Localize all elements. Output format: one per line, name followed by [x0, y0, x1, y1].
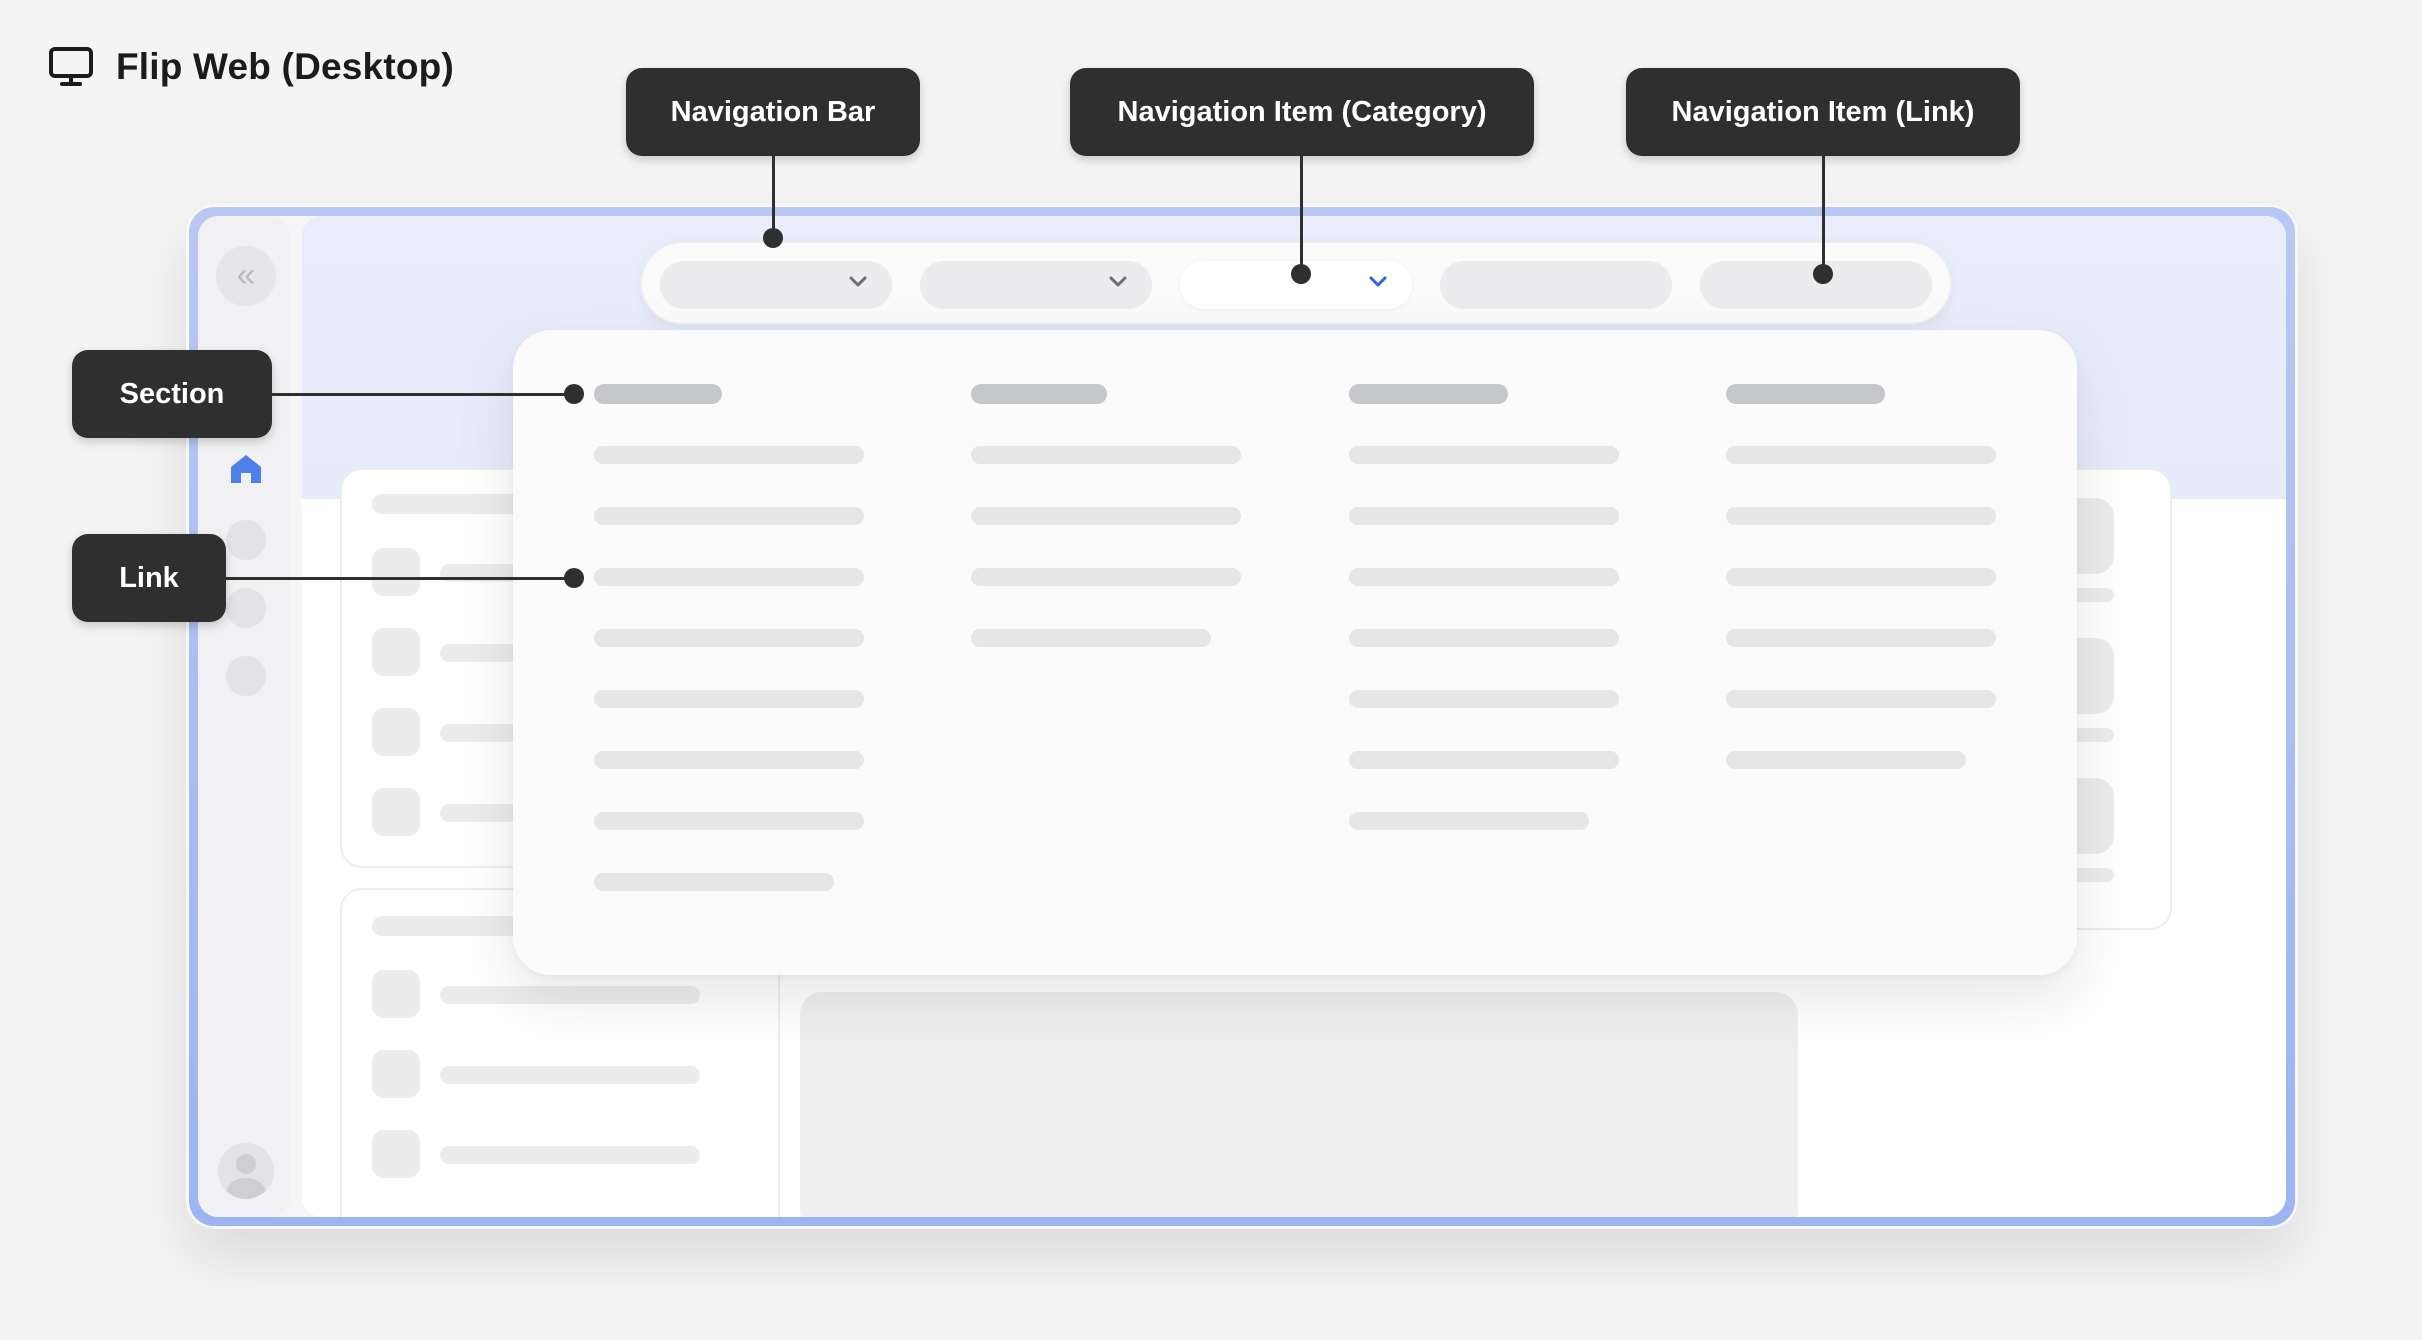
menu-link[interactable]	[971, 507, 1241, 525]
menu-link[interactable]	[594, 812, 864, 830]
callout-connector	[226, 577, 574, 580]
skeleton-thumb	[372, 628, 420, 676]
skeleton-thumb	[372, 1050, 420, 1098]
menu-link[interactable]	[1349, 812, 1589, 830]
menu-link[interactable]	[1349, 751, 1619, 769]
menu-link[interactable]	[971, 568, 1241, 586]
callout-link: Link	[72, 534, 226, 622]
skeleton-line	[440, 986, 700, 1004]
skeleton-line	[440, 1146, 700, 1164]
menu-link[interactable]	[1726, 690, 1996, 708]
section-heading[interactable]	[1726, 384, 1885, 404]
chevron-down-icon	[849, 276, 867, 287]
user-avatar-icon[interactable]	[218, 1143, 274, 1199]
callout-pin	[564, 384, 584, 404]
sidebar-item-placeholder[interactable]	[226, 588, 266, 628]
nav-item-category[interactable]	[920, 261, 1152, 309]
menu-link[interactable]	[594, 446, 864, 464]
section-heading[interactable]	[594, 384, 722, 404]
monitor-icon	[48, 46, 94, 88]
callout-pin	[1813, 264, 1833, 284]
skeleton-thumb	[372, 708, 420, 756]
callout-pin	[564, 568, 584, 588]
menu-link[interactable]	[1349, 446, 1619, 464]
menu-link[interactable]	[594, 507, 864, 525]
skeleton-thumb	[372, 1130, 420, 1178]
menu-link[interactable]	[1726, 568, 1996, 586]
title-text: Flip Web (Desktop)	[116, 46, 454, 87]
home-icon[interactable]	[228, 452, 264, 486]
callout-navigation-bar: Navigation Bar	[626, 68, 920, 156]
menu-link[interactable]	[1349, 690, 1619, 708]
callout-connector	[772, 156, 775, 238]
skeleton-thumb	[372, 788, 420, 836]
callout-navigation-item-link: Navigation Item (Link)	[1626, 68, 2020, 156]
section-heading[interactable]	[1349, 384, 1508, 404]
menu-link[interactable]	[594, 629, 864, 647]
nav-item-category[interactable]	[660, 261, 892, 309]
callout-section: Section	[72, 350, 272, 438]
menu-link[interactable]	[594, 690, 864, 708]
menu-link[interactable]	[1726, 446, 1996, 464]
mega-menu-dropdown	[513, 330, 2077, 975]
menu-link[interactable]	[1349, 568, 1619, 586]
menu-link[interactable]	[594, 751, 864, 769]
skeleton-thumb	[372, 970, 420, 1018]
section-heading[interactable]	[971, 384, 1107, 404]
menu-link[interactable]	[1726, 751, 1966, 769]
menu-link[interactable]	[971, 446, 1241, 464]
menu-link[interactable]	[1349, 507, 1619, 525]
callout-connector	[1300, 156, 1303, 274]
skeleton-thumb	[372, 548, 420, 596]
nav-item-link[interactable]	[1440, 261, 1672, 309]
callout-pin	[1291, 264, 1311, 284]
callout-connector	[272, 393, 574, 396]
chevron-down-icon	[1109, 276, 1127, 287]
sidebar-item-placeholder[interactable]	[226, 656, 266, 696]
content-block	[800, 992, 1798, 1217]
page-title: Flip Web (Desktop)	[48, 46, 454, 88]
skeleton-line	[440, 1066, 700, 1084]
navigation-bar	[640, 241, 1952, 325]
chevron-down-icon	[1369, 276, 1387, 287]
sidebar-item-placeholder[interactable]	[226, 520, 266, 560]
menu-link[interactable]	[1349, 629, 1619, 647]
callout-connector	[1822, 156, 1825, 274]
double-chevron-left-icon[interactable]: «	[216, 246, 276, 306]
menu-link[interactable]	[1726, 629, 1996, 647]
menu-link[interactable]	[1726, 507, 1996, 525]
menu-link[interactable]	[971, 629, 1211, 647]
callout-pin	[763, 228, 783, 248]
menu-link[interactable]	[594, 873, 834, 891]
callout-navigation-item-category: Navigation Item (Category)	[1070, 68, 1534, 156]
menu-link[interactable]	[594, 568, 864, 586]
